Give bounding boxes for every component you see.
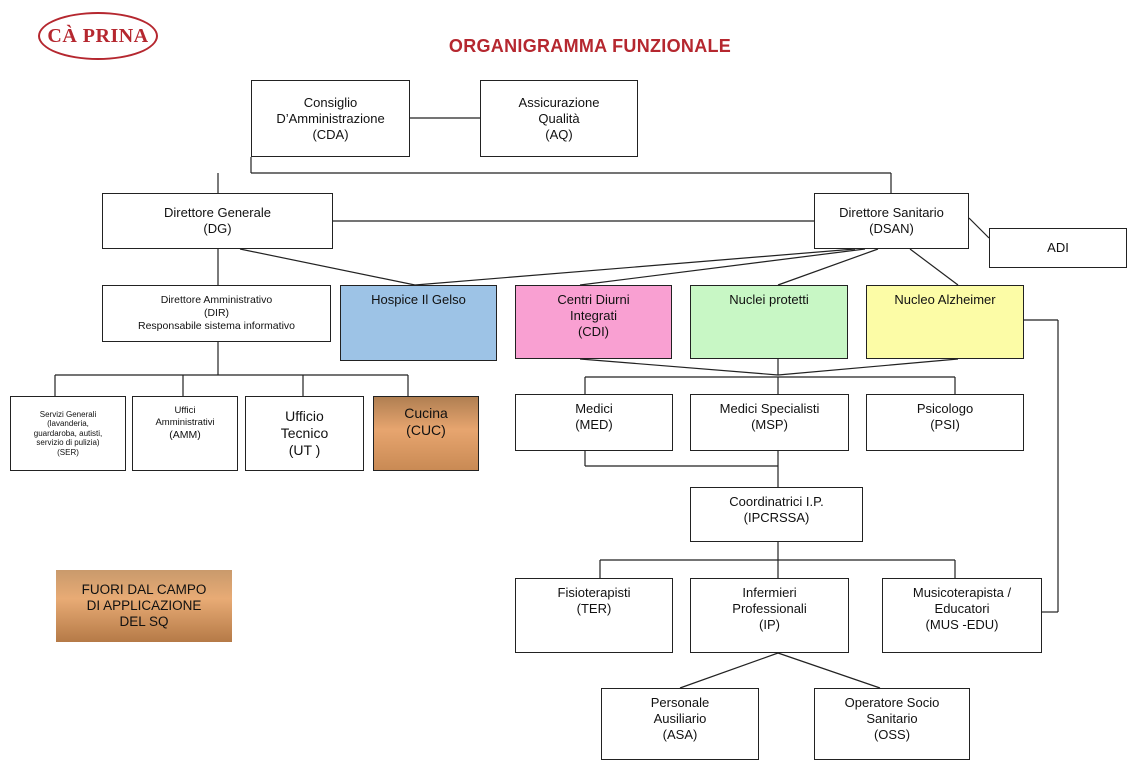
psi-line-2: (PSI) [930,417,960,432]
med-line-2: (MED) [575,417,613,432]
amm-line-2: Amministrativi [155,417,215,428]
cdi-line-2: Integrati [570,308,617,323]
psi-line-1: Psicologo [916,401,974,416]
med-box: Medici (MED) [515,394,673,451]
aq-box: Assicurazione Qualità (AQ) [480,80,638,157]
hospice-line-1: Hospice Il Gelso [371,292,466,307]
dsan-line-1: Direttore Sanitario [839,205,944,220]
mus-line-1: Musicoterapista / [912,585,1012,600]
ter-line-2: (TER) [576,601,612,616]
mus-line-3: (MUS -EDU) [925,617,999,632]
amm-box: Uffici Amministrativi (AMM) [132,396,238,471]
ser-line-3: guardaroba, autisti, [33,428,103,438]
legend-line-2: DI APPLICAZIONE [86,598,202,613]
dir-line-3: Responsabile sistema informativo [138,320,295,332]
dg-line-1: Direttore Generale [164,205,271,220]
dg-box: Direttore Generale (DG) [102,193,333,249]
aq-line-3: (AQ) [545,126,573,142]
dir-line-1: Direttore Amministrativo [160,294,273,306]
mus-edu-box: Musicoterapista / Educatori (MUS -EDU) [882,578,1042,653]
ip-line-2: Professionali [732,601,807,616]
dsan-line-2: (DSAN) [869,221,914,236]
page-title: ORGANIGRAMMA FUNZIONALE [448,36,732,56]
out-of-scope-legend: FUORI DAL CAMPO DI APPLICAZIONE DEL SQ [56,570,232,642]
cda-line-1: Consiglio [303,94,358,110]
dsan-box: Direttore Sanitario (DSAN) [814,193,969,249]
alzheimer-line-1: Nucleo Alzheimer [894,292,996,307]
dir-line-2: (DIR) [203,307,230,319]
msp-line-2: (MSP) [751,417,788,432]
asa-line-1: Personale [650,695,710,710]
ipcrssa-line-1: Coordinatrici I.P. [729,494,824,509]
aq-line-2: Qualità [538,110,580,126]
oss-box: Operatore Socio Sanitario (OSS) [814,688,970,760]
ipcrssa-line-2: (IPCRSSA) [743,510,810,525]
cda-line-3: (CDA) [312,126,349,142]
ut-line-2: Tecnico [280,425,329,441]
ser-line-4: servizio di pulizia) [36,438,100,448]
asa-line-2: Ausiliario [653,711,707,726]
adi-box: ADI [989,228,1127,268]
cda-box: Consiglio D’Amministrazione (CDA) [251,80,410,157]
psi-box: Psicologo (PSI) [866,394,1024,451]
ip-line-1: Infermieri [742,585,797,600]
aq-line-1: Assicurazione [518,94,600,110]
ter-line-1: Fisioterapisti [557,585,631,600]
ser-box: Servizi Generali (lavanderia, guardaroba… [10,396,126,471]
msp-box: Medici Specialisti (MSP) [690,394,849,451]
ser-line-2: (lavanderia, [47,419,89,429]
msp-line-1: Medici Specialisti [719,401,820,416]
cuc-box: Cucina (CUC) [373,396,479,471]
ip-line-3: (IP) [759,617,780,632]
oss-line-1: Operatore Socio [844,695,940,710]
asa-line-3: (ASA) [662,727,698,742]
ut-box: Ufficio Tecnico (UT ) [245,396,364,471]
ser-line-1: Servizi Generali [39,409,97,419]
ter-box: Fisioterapisti (TER) [515,578,673,653]
cdi-line-3: (CDI) [577,324,610,339]
nucleo-alzheimer-box: Nucleo Alzheimer [866,285,1024,359]
cdi-box: Centri Diurni Integrati (CDI) [515,285,672,359]
amm-line-1: Uffici [174,405,196,416]
cdi-line-1: Centri Diurni [557,292,630,307]
cuc-line-2: (CUC) [406,422,446,438]
asa-box: Personale Ausiliario (ASA) [601,688,759,760]
cda-line-2: D’Amministrazione [276,110,385,126]
logo-text: CÀ PRINA [47,24,149,47]
logo: CÀ PRINA [38,12,158,60]
hospice-box: Hospice Il Gelso [340,285,497,361]
amm-line-3: (AMM) [169,429,201,441]
ut-line-1: Ufficio [285,408,324,424]
ser-line-5: (SER) [57,447,79,457]
cuc-line-1: Cucina [404,405,448,421]
dir-box: Direttore Amministrativo (DIR) Responsab… [102,285,331,342]
nuclei-protetti-box: Nuclei protetti [690,285,848,359]
oss-line-3: (OSS) [873,727,911,742]
dg-line-2: (DG) [203,221,232,236]
mus-line-2: Educatori [934,601,990,616]
adi-line-1: ADI [1047,240,1069,255]
nuclei-line-1: Nuclei protetti [729,292,809,307]
legend-line-1: FUORI DAL CAMPO [81,582,207,597]
med-line-1: Medici [575,401,613,416]
ut-line-3: (UT ) [288,442,321,458]
oss-line-2: Sanitario [866,711,918,726]
legend-line-3: DEL SQ [119,614,169,629]
ip-box: Infermieri Professionali (IP) [690,578,849,653]
ipcrssa-box: Coordinatrici I.P. (IPCRSSA) [690,487,863,542]
